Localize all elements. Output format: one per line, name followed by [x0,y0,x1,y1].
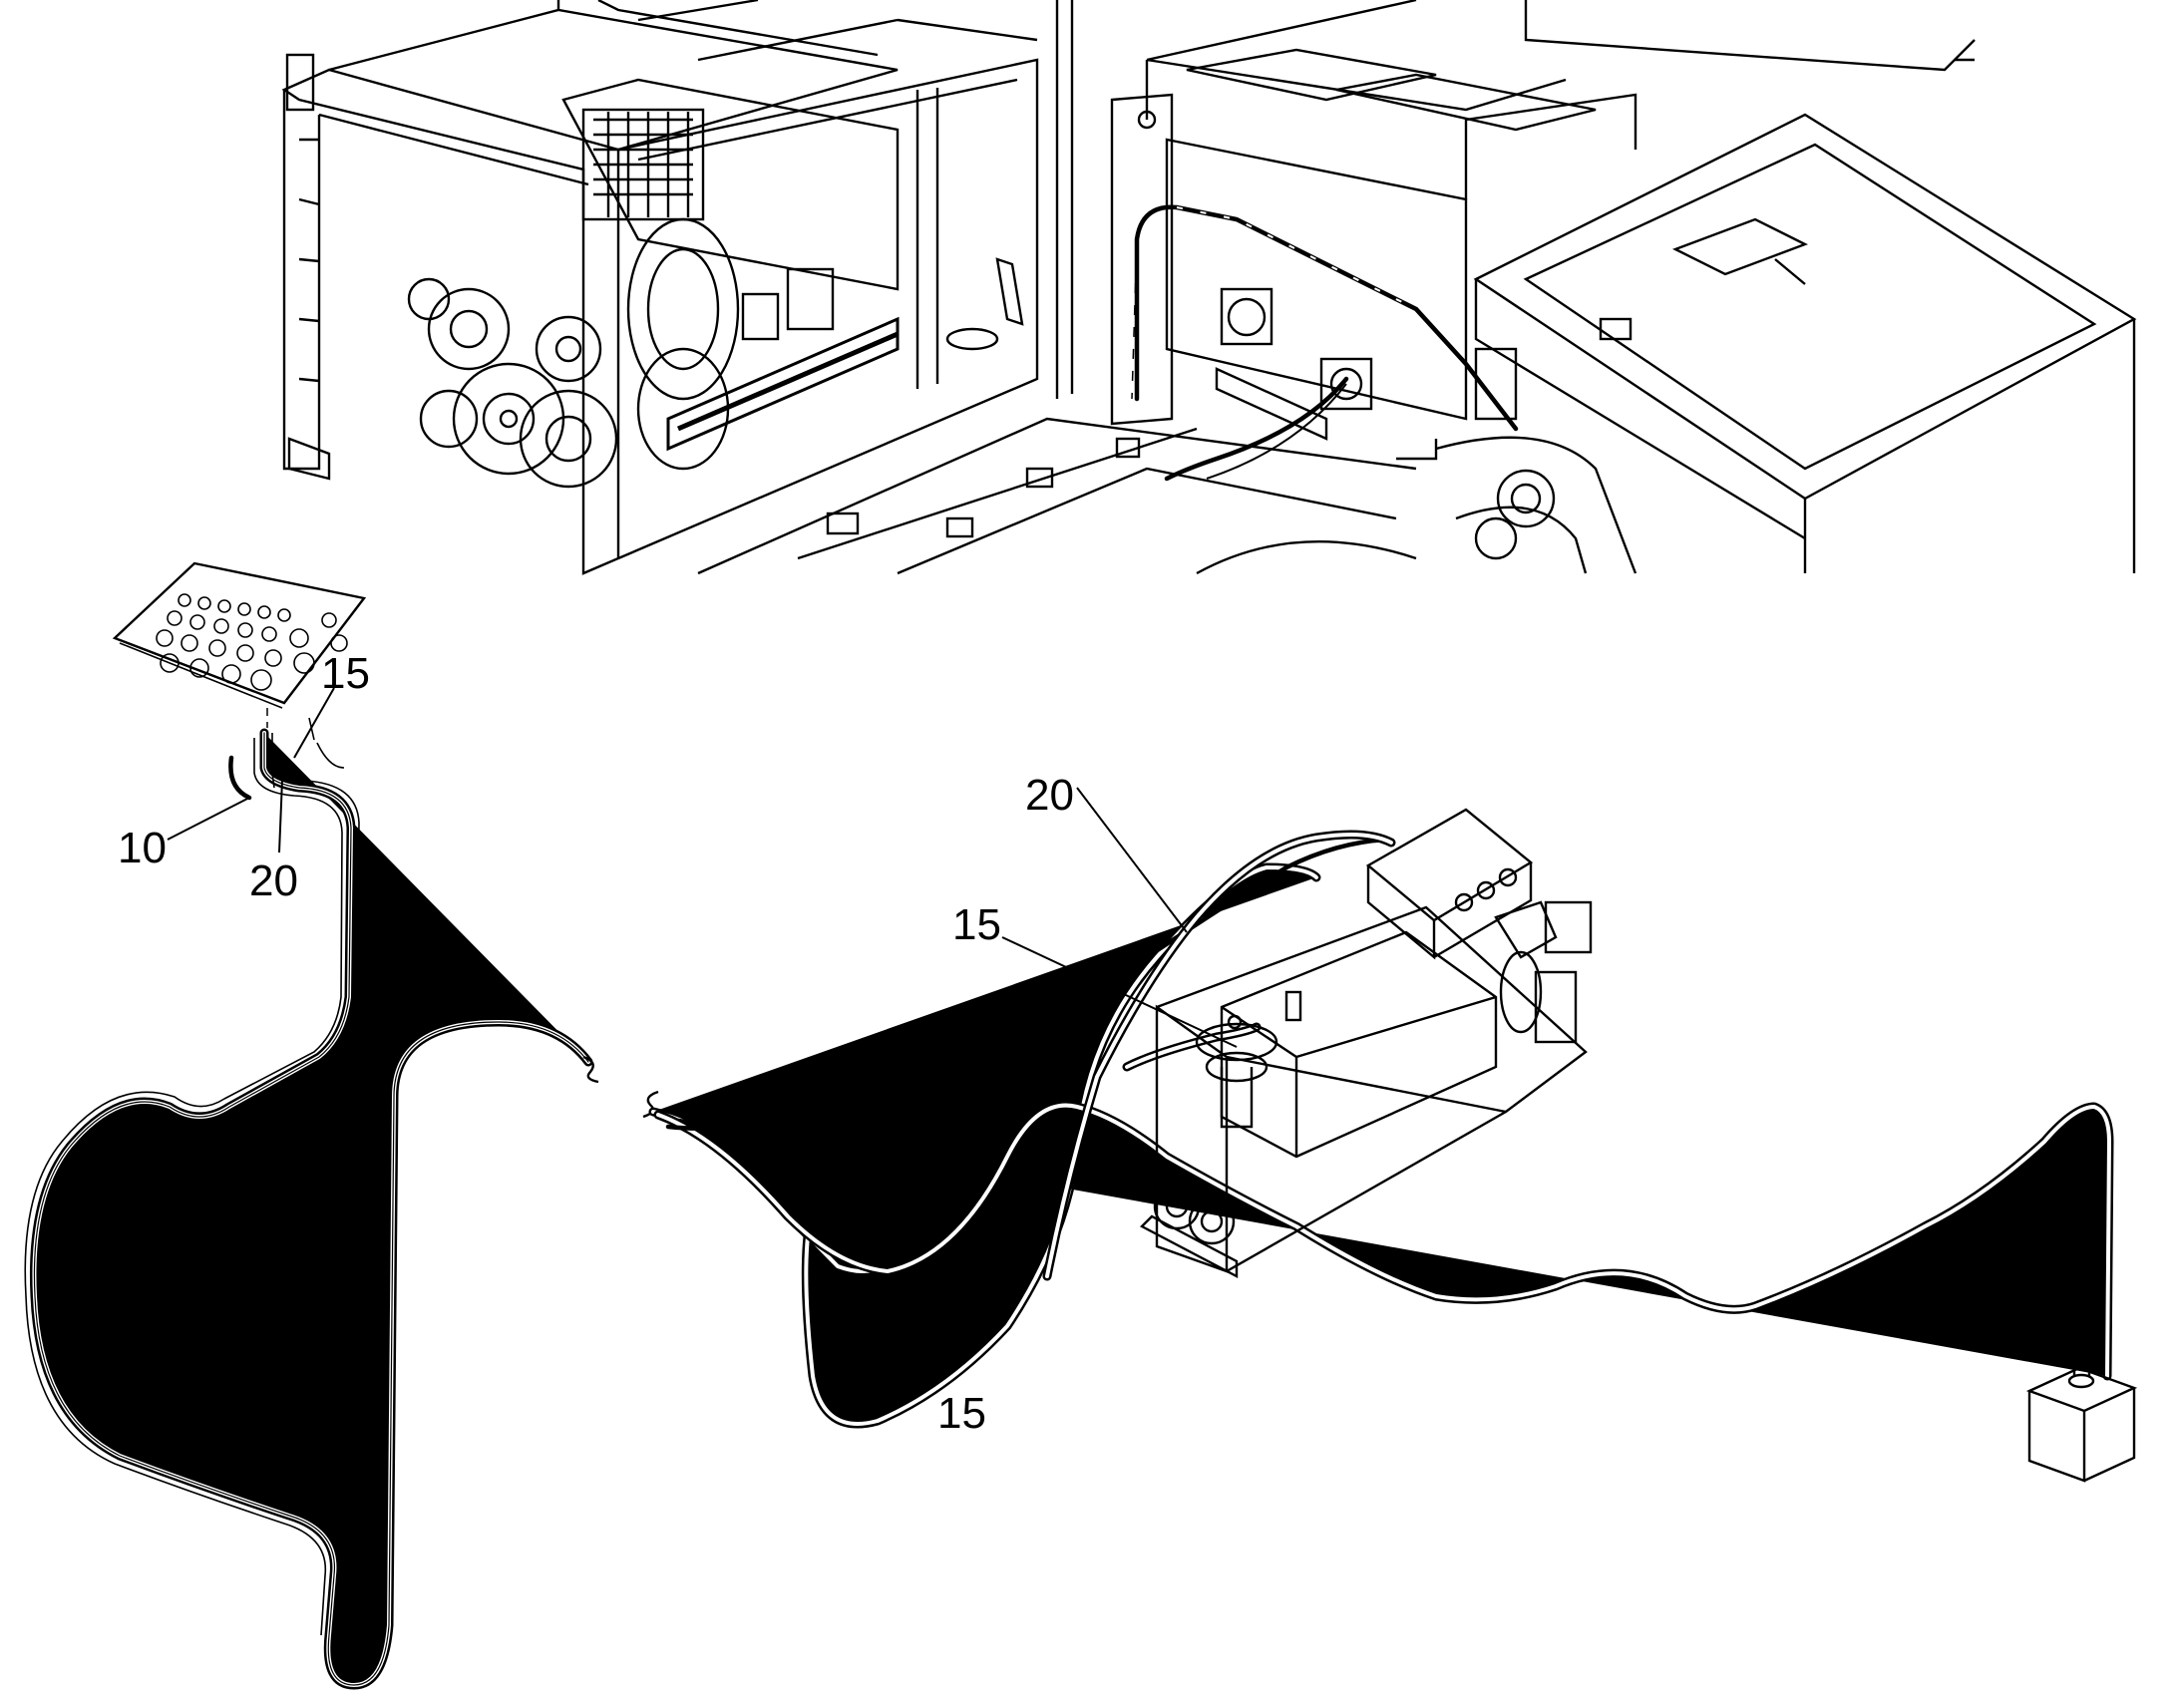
central-unit [561,0,1038,452]
callout-10-mid: 10 [830,1040,879,1089]
right-cabinet [1110,0,1637,461]
leader-lines [167,687,1238,1048]
gear-assembly [407,217,740,489]
right-enclosure [1473,0,2137,573]
callout-labels: 15 10 20 20 15 10 15 [118,649,1074,1438]
callout-15-bottom: 15 [937,1389,986,1438]
junction-box [2025,1364,2138,1483]
gland-plate [112,561,367,728]
callout-15-top: 15 [321,649,370,698]
callout-10-left: 10 [118,824,167,872]
left-frame [281,0,1074,575]
left-cable-bundle [24,717,659,1685]
base-frame [697,417,1637,575]
control-unit [1139,808,1593,1278]
callout-15-mid: 15 [952,900,1001,949]
machine-harness [1131,204,1519,482]
callout-20-right: 20 [1025,771,1074,820]
callout-20-left: 20 [249,856,298,905]
machine-assembly [281,0,2137,575]
